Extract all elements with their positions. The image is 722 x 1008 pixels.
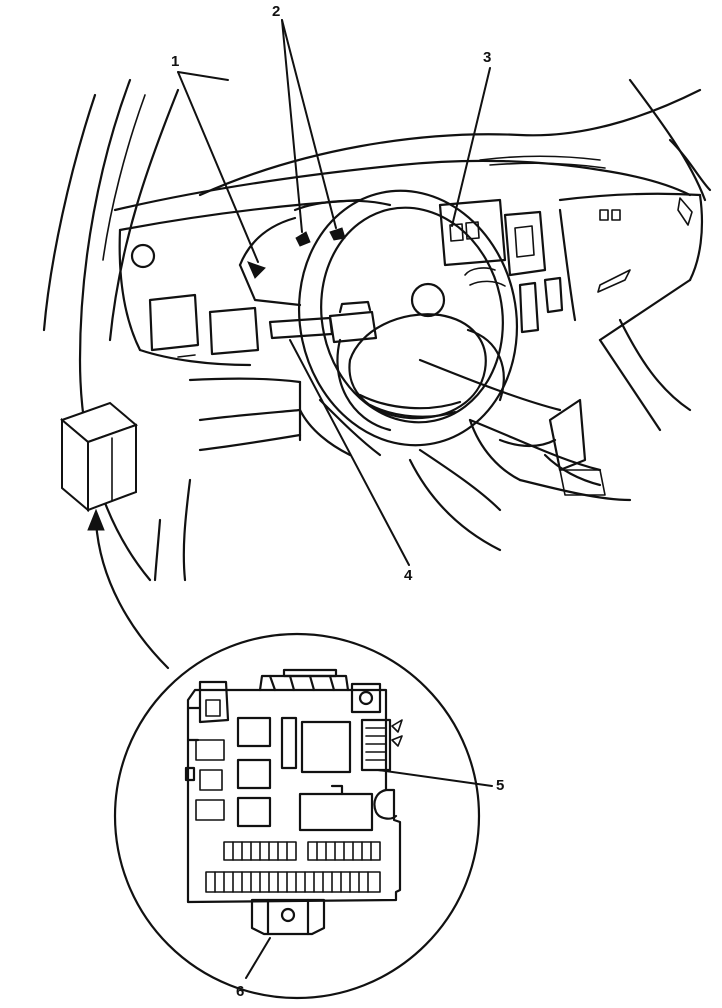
fuse-row-upper bbox=[223, 841, 381, 861]
lower-dash bbox=[298, 398, 382, 457]
fuse-row-lower bbox=[205, 871, 381, 893]
dashboard-outline bbox=[113, 78, 712, 432]
left-vents bbox=[130, 243, 302, 452]
callout-1: 1 bbox=[171, 53, 180, 70]
leader-lines bbox=[177, 19, 493, 979]
instrument-cluster bbox=[238, 199, 392, 307]
connector-arrow bbox=[87, 508, 170, 670]
callout-2: 2 bbox=[272, 3, 281, 20]
callout-4: 4 bbox=[404, 567, 413, 584]
center-console bbox=[408, 398, 632, 552]
fuse-box-detail bbox=[184, 668, 403, 936]
door-pillar bbox=[42, 78, 192, 582]
center-stack bbox=[438, 198, 564, 334]
callout-5: 5 bbox=[496, 777, 505, 794]
callout-6: 6 bbox=[236, 983, 245, 1000]
under-dash-box bbox=[60, 401, 138, 513]
combination-switch bbox=[268, 300, 378, 344]
callout-3: 3 bbox=[483, 49, 492, 66]
zoom-circle bbox=[113, 632, 481, 1000]
